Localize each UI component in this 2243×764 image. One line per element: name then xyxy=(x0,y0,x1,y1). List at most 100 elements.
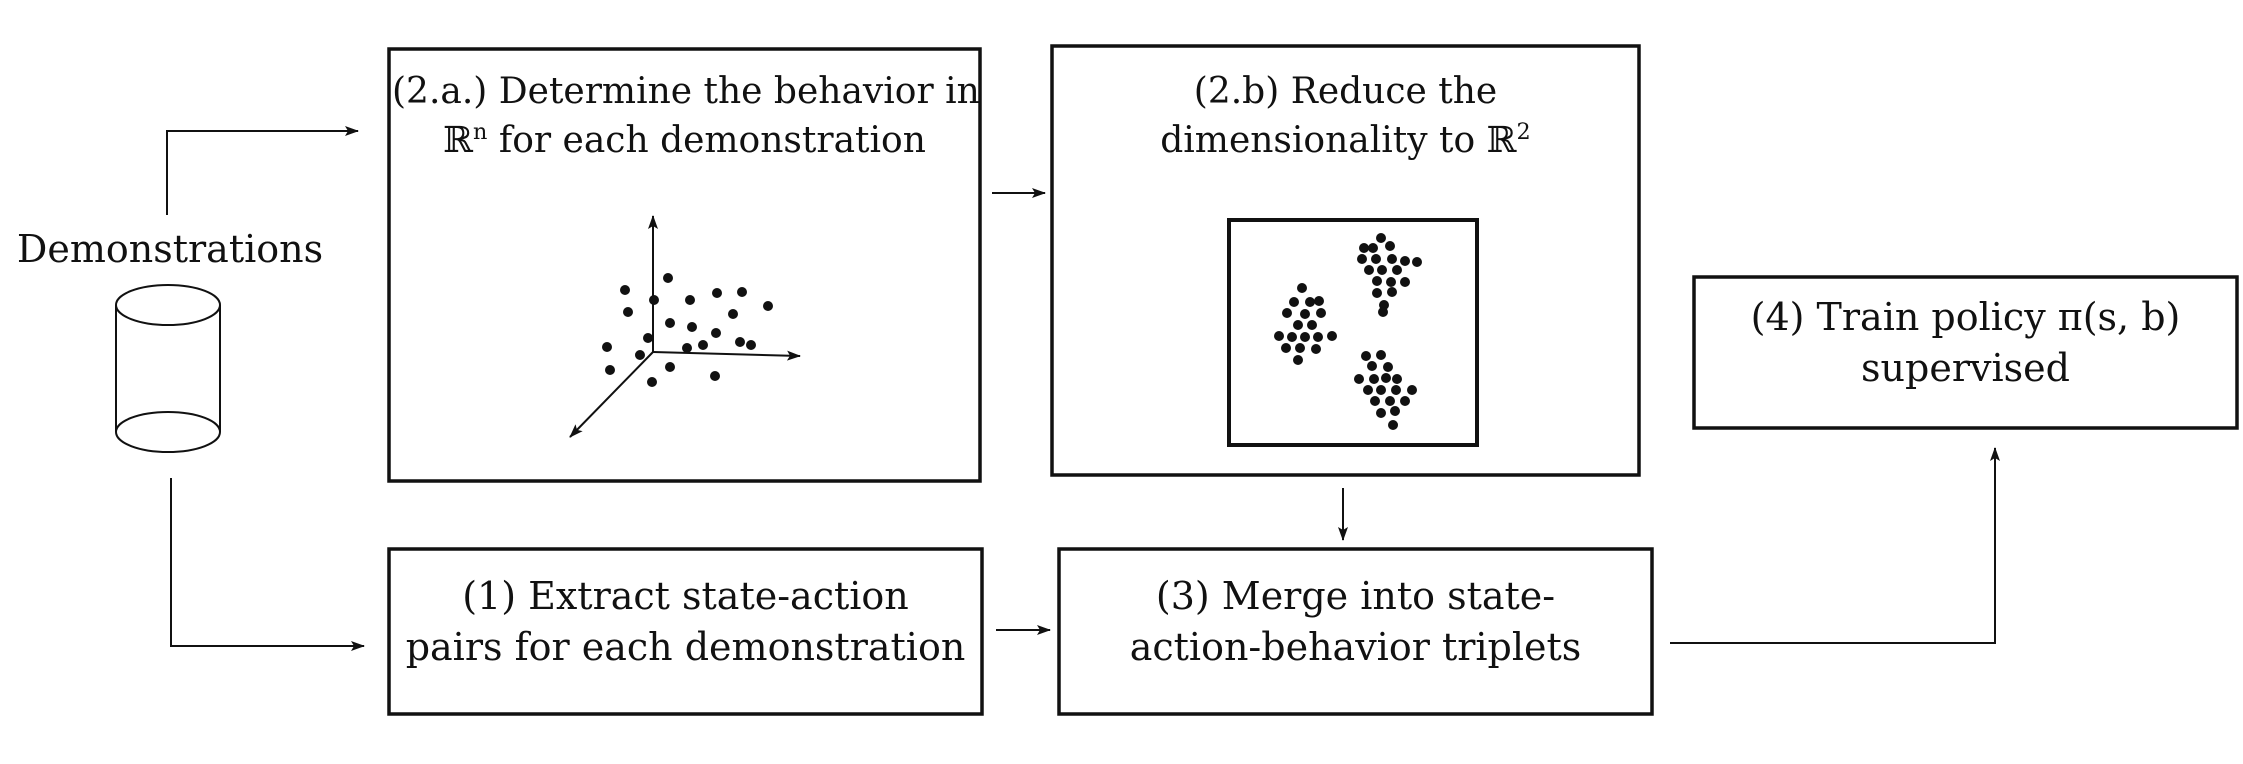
scatter-point xyxy=(737,287,747,297)
arrow-demos-to-1 xyxy=(170,478,365,651)
cluster-point xyxy=(1293,320,1303,330)
cluster-point xyxy=(1282,308,1292,318)
cluster-point xyxy=(1363,385,1373,395)
cluster-point xyxy=(1361,351,1371,361)
box-step-1 xyxy=(387,547,984,716)
scatter-point xyxy=(643,333,653,343)
3d-scatter-plot-icon xyxy=(569,215,801,438)
scatter-point xyxy=(665,362,675,372)
cluster-point xyxy=(1370,396,1380,406)
scatter-point xyxy=(605,365,615,375)
demonstrations-label: Demonstrations xyxy=(16,227,324,271)
axis-y xyxy=(569,351,654,438)
scatter-point xyxy=(711,328,721,338)
cluster-point xyxy=(1300,332,1310,342)
step-2b-line2: dimensionality to ℝ2 xyxy=(1160,118,1531,161)
axis-x xyxy=(652,350,801,361)
cluster-point xyxy=(1297,283,1307,293)
box-step-2a xyxy=(387,47,982,483)
cluster-point xyxy=(1388,420,1398,430)
cluster-point xyxy=(1391,385,1401,395)
cluster-point xyxy=(1371,254,1381,264)
scatter-point xyxy=(665,318,675,328)
cluster-point xyxy=(1378,307,1388,317)
scatter-point xyxy=(735,337,745,347)
cluster-point xyxy=(1368,243,1378,253)
cluster-point xyxy=(1274,331,1284,341)
box-step-3 xyxy=(1057,547,1654,716)
scatter-point xyxy=(647,377,657,387)
step-2a-line1: (2.a.) Determine the behavior in xyxy=(392,71,980,112)
cluster-point xyxy=(1377,265,1387,275)
cluster-point xyxy=(1281,343,1291,353)
scatter-point xyxy=(663,273,673,283)
cluster-point xyxy=(1372,288,1382,298)
cluster-point xyxy=(1412,257,1422,267)
scatter-point xyxy=(623,307,633,317)
2d-cluster-plot-icon xyxy=(1274,233,1422,430)
cluster-point xyxy=(1376,350,1386,360)
scatter-point xyxy=(687,322,697,332)
step-3-title: (3) Merge into state- action-behavior tr… xyxy=(1062,571,1649,674)
cluster-point xyxy=(1289,297,1299,307)
step-3-line2: action-behavior triplets xyxy=(1129,625,1582,670)
cluster-point xyxy=(1386,277,1396,287)
cluster-point xyxy=(1313,332,1323,342)
cluster-point xyxy=(1387,287,1397,297)
box-step-4 xyxy=(1692,275,2239,430)
scatter-point xyxy=(682,343,692,353)
cluster-point xyxy=(1383,362,1393,372)
cluster-point xyxy=(1385,241,1395,251)
cluster-point xyxy=(1381,373,1391,383)
scatter-point xyxy=(728,309,738,319)
cluster-point xyxy=(1387,254,1397,264)
cluster-point xyxy=(1390,406,1400,416)
cluster-plot-frame xyxy=(1227,218,1479,447)
scatter-point xyxy=(698,340,708,350)
cluster-point xyxy=(1376,233,1386,243)
cluster-point xyxy=(1376,385,1386,395)
cluster-point xyxy=(1400,256,1410,266)
database-cylinder-icon xyxy=(115,284,221,453)
box-step-2b xyxy=(1050,44,1641,477)
arrow-3-to-4 xyxy=(1670,447,2000,644)
cluster-point xyxy=(1392,265,1402,275)
scatter-points-3d xyxy=(602,273,773,387)
scatter-point xyxy=(602,342,612,352)
step-2b-title: (2.b) Reduce the dimensionality to ℝ2 xyxy=(1055,68,1636,165)
step-1-line1: (1) Extract state-action xyxy=(462,574,909,618)
step-2a-title: (2.a.) Determine the behavior in ℝn for … xyxy=(392,68,980,165)
cluster-point xyxy=(1400,396,1410,406)
cluster-point xyxy=(1385,396,1395,406)
step-4-title: (4) Train policy π(s, b) supervised xyxy=(1697,292,2234,395)
cluster-point xyxy=(1354,374,1364,384)
step-2a-line2: ℝn for each demonstration xyxy=(443,118,926,161)
connectors xyxy=(166,126,2000,651)
scatter-point xyxy=(712,288,722,298)
cluster-point xyxy=(1357,254,1367,264)
scatter-point xyxy=(685,295,695,305)
scatter-point xyxy=(649,295,659,305)
cluster-points-2d xyxy=(1274,233,1422,430)
arrow-demos-to-2a xyxy=(166,126,359,215)
cluster-point xyxy=(1392,374,1402,384)
cluster-point xyxy=(1407,385,1417,395)
cluster-point xyxy=(1295,343,1305,353)
cluster-point xyxy=(1327,331,1337,341)
scatter-point xyxy=(746,340,756,350)
cluster-point xyxy=(1369,374,1379,384)
cluster-point xyxy=(1400,277,1410,287)
step-3-line1: (3) Merge into state- xyxy=(1155,574,1556,618)
cluster-point xyxy=(1287,332,1297,342)
cluster-point xyxy=(1364,265,1374,275)
cluster-point xyxy=(1305,297,1315,307)
cluster-point xyxy=(1359,243,1369,253)
step-1-title: (1) Extract state-action pairs for each … xyxy=(392,571,979,674)
cluster-point xyxy=(1372,276,1382,286)
step-4-line1: (4) Train policy π(s, b) xyxy=(1750,295,2181,339)
cluster-point xyxy=(1311,344,1321,354)
cluster-point xyxy=(1314,296,1324,306)
scatter-point xyxy=(620,285,630,295)
